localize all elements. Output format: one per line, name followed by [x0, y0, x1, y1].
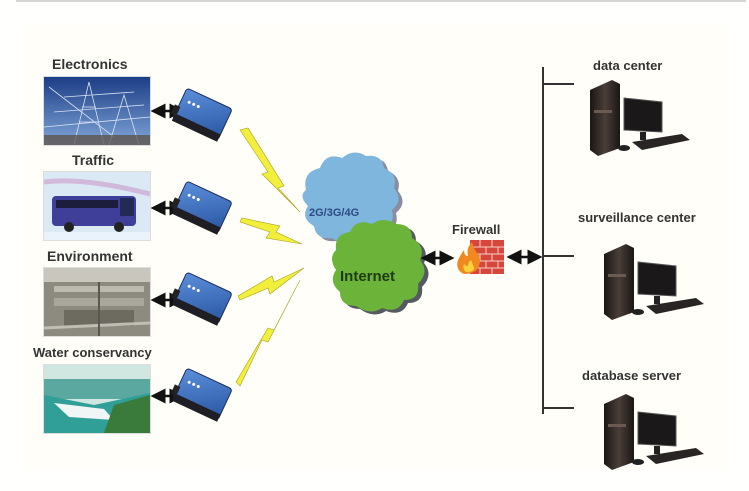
modem-icon [170, 181, 232, 235]
lightning-icon [239, 127, 301, 213]
source-label-traffic: Traffic [72, 152, 115, 168]
water-treatment-photo [43, 267, 151, 337]
internet-cloud [332, 220, 429, 315]
bus-photo [43, 171, 151, 241]
top-divider [16, 0, 746, 2]
server-bus [542, 67, 574, 414]
server-label-database-server: database server [582, 368, 682, 383]
modem-icon [170, 88, 232, 142]
modem-icon [170, 368, 232, 422]
firewall-label: Firewall [452, 222, 501, 237]
server-label-data-center: data center [593, 58, 663, 73]
source-arrows [150, 103, 185, 404]
firewall-icon [457, 240, 504, 274]
cellular-label: 2G/3G/4G [309, 207, 360, 219]
computer-icon [604, 394, 704, 470]
computer-icon [590, 80, 690, 156]
source-label-environment: Environment [47, 248, 133, 264]
source-label-water-conservancy: Water conservancy [33, 345, 152, 360]
power-tower-photo [43, 76, 151, 146]
lightning-icon [237, 267, 305, 301]
wireless-links [235, 127, 305, 387]
computer-icon [604, 244, 704, 320]
lightning-icon [235, 279, 301, 387]
lightning-icon [239, 217, 303, 245]
modem-icon [170, 272, 232, 326]
source-label-electronics: Electronics [52, 56, 128, 72]
flame-icon [457, 242, 480, 274]
internet-label: Internet [340, 268, 396, 285]
server-label-surveillance-center: surveillance center [578, 210, 696, 225]
dam-photo [43, 364, 151, 434]
